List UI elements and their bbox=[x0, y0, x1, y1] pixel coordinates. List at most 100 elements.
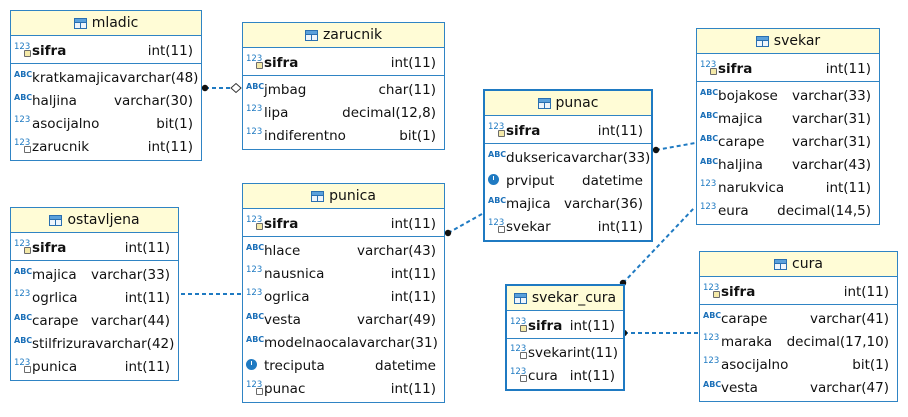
column-name: carape bbox=[32, 312, 79, 329]
column-type: int(11) bbox=[597, 122, 643, 139]
relationship-end-dot bbox=[444, 229, 452, 237]
column-name: dukserica bbox=[506, 149, 572, 166]
column-name: treciputa bbox=[264, 357, 325, 374]
column-name: hlace bbox=[264, 242, 301, 259]
column-type: decimal(12,8) bbox=[342, 104, 436, 121]
table-header[interactable]: ostavljena bbox=[11, 208, 178, 233]
relationship-mladic-zarucnik[interactable] bbox=[201, 82, 242, 94]
column-type: int(11) bbox=[825, 179, 871, 196]
relationship-svekar-cura-cura[interactable] bbox=[620, 329, 698, 337]
table-header[interactable]: cura bbox=[700, 252, 897, 277]
relationship-punica-punac[interactable] bbox=[444, 213, 483, 237]
table-header[interactable]: mladic bbox=[11, 11, 201, 36]
column-type: varchar(30) bbox=[113, 92, 193, 109]
column-type: varchar(41) bbox=[809, 310, 889, 327]
number-column-icon: 123 bbox=[700, 202, 717, 213]
column-name: majica bbox=[32, 266, 77, 283]
column-name: vesta bbox=[721, 379, 758, 396]
column-type: int(11) bbox=[597, 218, 643, 235]
table-header[interactable]: svekar bbox=[697, 29, 879, 54]
column-type: int(11) bbox=[390, 380, 436, 397]
relationship-punac-svekar[interactable] bbox=[652, 142, 696, 154]
text-column-icon: ABC bbox=[246, 242, 265, 252]
table-header[interactable]: zarucnik bbox=[243, 23, 444, 48]
text-column-icon: ABC bbox=[246, 334, 265, 344]
table-header[interactable]: punica bbox=[243, 184, 444, 209]
text-column-icon: ABC bbox=[700, 156, 719, 166]
number-fk-icon: 123 bbox=[510, 367, 527, 382]
table-title: mladic bbox=[91, 15, 139, 31]
table-title: zarucnik bbox=[322, 27, 383, 43]
table-header[interactable]: punac bbox=[485, 91, 651, 116]
number-column-icon: 123 bbox=[246, 265, 263, 276]
clock-icon bbox=[488, 174, 505, 187]
column-type: varchar(43) bbox=[356, 242, 436, 259]
number-key-icon: 123 bbox=[14, 239, 31, 254]
column-type: varchar(33) bbox=[791, 87, 871, 104]
column-name: lipa bbox=[264, 104, 289, 121]
column-name: nausnica bbox=[264, 265, 325, 282]
number-key-icon: 123 bbox=[703, 283, 720, 298]
column-type: varchar(31) bbox=[791, 110, 871, 127]
number-column-icon: 123 bbox=[14, 289, 31, 300]
number-key-icon: 123 bbox=[246, 54, 263, 69]
number-column-icon: 123 bbox=[246, 104, 263, 115]
number-column-icon: 123 bbox=[700, 179, 717, 190]
column-type: int(11) bbox=[124, 358, 170, 375]
table-header[interactable]: svekar_cura bbox=[507, 286, 623, 311]
